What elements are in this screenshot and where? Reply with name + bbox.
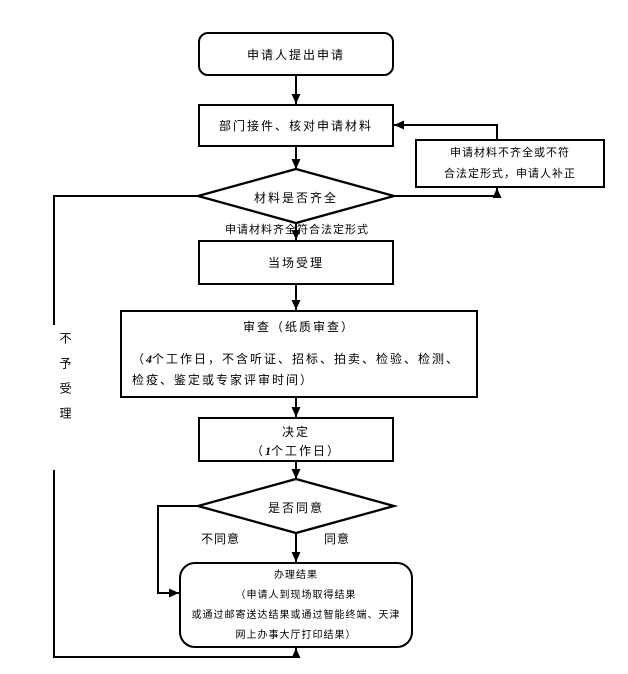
edge-label-disagree: 不同意 — [201, 532, 241, 546]
edge-correct-to-receive — [394, 120, 498, 139]
node-correct-materials: 申请材料不齐全或不符 合法定形式，申请人补正 — [415, 139, 605, 188]
node-review-title: 审查（纸质审查） — [242, 320, 355, 334]
node-receive-materials: 部门接件、核对申请材料 — [198, 104, 394, 147]
node-review: 审查（纸质审查） （4个工作日，不含听证、招标、拍卖、检验、检测、 检疫、鉴定或… — [120, 310, 478, 398]
node-decide: 决定 （1个工作日） — [198, 417, 394, 462]
decision-diamond-materials — [193, 167, 399, 225]
edge-label-not-accepted: 不予受理 — [58, 332, 72, 432]
node-result: 办理结果 （申请人到现场取得结果 或通过邮寄送达结果或通过智能终端、天津 网上办… — [179, 562, 413, 648]
node-apply-start: 申请人提出申请 — [198, 32, 394, 76]
edge-notaccepted-upper — [53, 195, 198, 325]
decision-diamond-agree — [193, 477, 399, 535]
decision-agree-label: 是否同意 — [267, 501, 324, 515]
decide-days-number: 1 — [265, 444, 271, 458]
decision-materials-label: 材料是否齐全 — [253, 191, 338, 205]
node-accept-label: 当场受理 — [267, 256, 324, 270]
review-days-number: 4 — [146, 352, 153, 366]
node-decide-duration: （1个工作日） — [250, 444, 342, 458]
node-review-detail: （4个工作日，不含听证、招标、拍卖、检验、检测、 检疫、鉴定或专家评审时间） — [132, 349, 466, 391]
edge-check-to-correct — [394, 188, 502, 198]
node-review-detail-line2: 检疫、鉴定或专家评审时间） — [132, 373, 315, 387]
node-result-line3: 或通过邮寄送达结果或通过智能终端、天津 — [191, 610, 401, 621]
edge-disagree-to-result — [157, 505, 198, 598]
edge-notaccepted-to-result — [53, 470, 301, 658]
node-review-detail-line1: （4个工作日，不含听证、招标、拍卖、检验、检测、 — [132, 352, 461, 366]
node-decide-label: 决定 — [281, 425, 310, 439]
node-correct-line2: 合法定形式，申请人补正 — [444, 168, 576, 180]
node-apply-label: 申请人提出申请 — [246, 47, 345, 62]
node-receive-label: 部门接件、核对申请材料 — [218, 119, 373, 133]
node-correct-line1: 申请材料不齐全或不符 — [450, 147, 570, 159]
node-result-line2: （申请人到现场取得结果 — [235, 590, 357, 601]
node-result-line1: 办理结果 — [274, 570, 318, 581]
edge-label-materials-complete: 申请材料齐全符合法定形式 — [225, 224, 369, 236]
node-result-line4: 网上办事大厅打印结果） — [235, 630, 357, 641]
edge-label-agree: 同意 — [324, 532, 351, 546]
node-accept-onsite: 当场受理 — [198, 240, 394, 285]
